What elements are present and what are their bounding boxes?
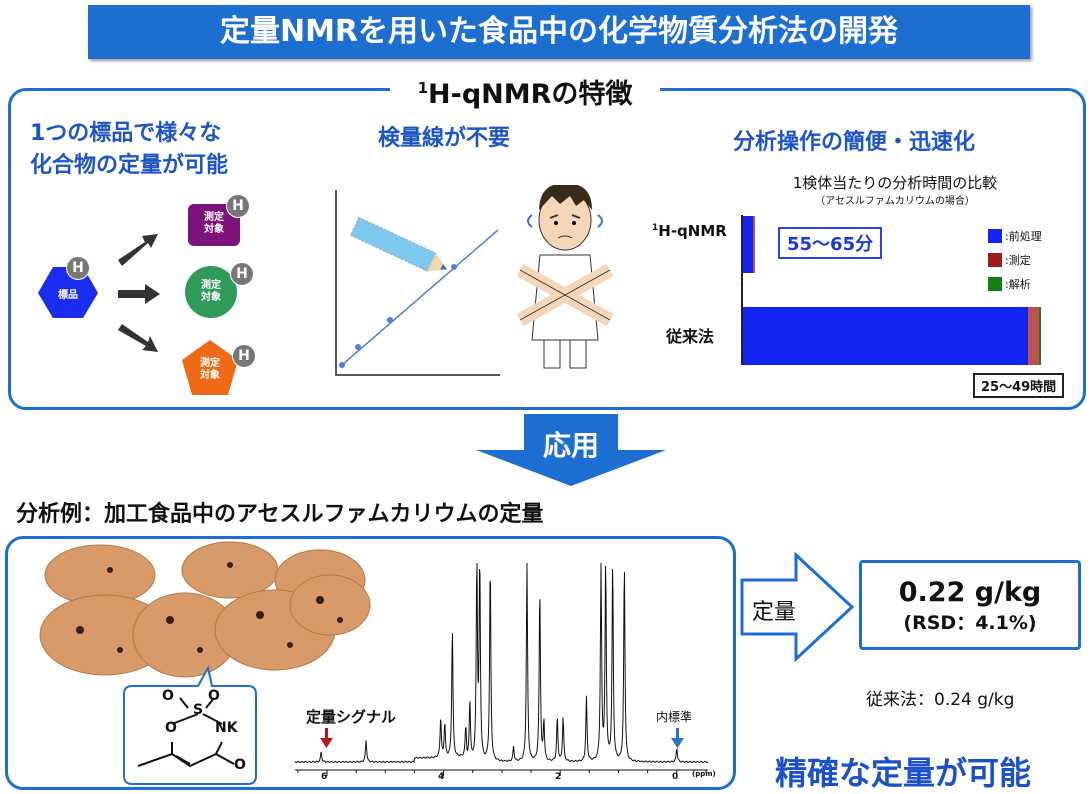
internal-standard-label: 内標準 (656, 710, 693, 724)
conventional-time-badge: 25〜49時間 (973, 373, 1065, 398)
tick-label: 6 (321, 772, 328, 782)
no-calibration-heading: 検量線が不要 (378, 126, 511, 151)
target-label: 測定 対象 (204, 212, 224, 235)
result-box: 0.22 g/kg (RSD：4.1%) (859, 560, 1081, 650)
result-rsd: (RSD：4.1%) (903, 612, 1037, 634)
quant-label: 定量 (752, 600, 797, 625)
target-label: 測定 対象 (200, 358, 220, 381)
chart-title: 1検体当たりの分析時間の比較 (792, 174, 998, 192)
atom-o: O (234, 757, 246, 773)
bar-conventional (743, 307, 1041, 365)
features-title: 1H-qNMRの特徴 (390, 70, 660, 110)
standard-arrow-icon (671, 728, 684, 748)
legend-item-pretreatment: :前処理 (988, 228, 1042, 244)
feature-one-heading: 1つの標品で様々な 化合物の定量が可能 (30, 118, 228, 182)
calibration-points (339, 264, 457, 368)
target-pentagon (182, 340, 238, 395)
example-heading: 分析例：加工食品中のアセスルファムカリウムの定量 (16, 502, 544, 527)
heading-line: 1つの標品で様々な (30, 121, 222, 146)
page-title: 定量NMRを用いた食品中の化学物質分析法の開発 (88, 5, 1030, 59)
qnmr-time-badge: 55〜65分 (778, 227, 883, 259)
chart-legend: :前処理 :測定 :解析 (988, 228, 1042, 292)
tick-label: 4 (438, 772, 445, 782)
h-atom-icon: H (230, 262, 254, 286)
conclusion: 精確な定量が可能 (775, 754, 1032, 792)
conventional-result: 従来法：0.24 g/kg (866, 690, 1015, 710)
quant-signal-label: 定量シグナル (306, 708, 397, 726)
chart-subtitle: （アセスルファムカリウムの場合） (815, 196, 975, 207)
atom-s: S (193, 702, 204, 718)
atom-o: O (162, 688, 174, 704)
chart-axis (741, 215, 743, 365)
tick-label: 0 (672, 772, 679, 782)
calibration-illustration (335, 185, 614, 376)
axis-unit: (ppm) (692, 770, 716, 778)
legend-item-measurement: :測定 (988, 252, 1042, 268)
nmr-spectrum (294, 562, 709, 776)
h-atom-icon: H (66, 256, 90, 280)
atom-o: O (208, 688, 220, 704)
standard-label: 標品 (58, 290, 78, 301)
doctor-icon (516, 185, 614, 369)
speed-heading: 分析操作の簡便・迅速化 (733, 130, 976, 155)
tick-label: 2 (555, 772, 562, 782)
arrow-icons (118, 234, 160, 352)
spectrum-trace (294, 562, 709, 764)
atom-o: O (165, 720, 177, 736)
example-panel (5, 536, 736, 790)
standard-hexagon (38, 267, 98, 318)
bar-qnmr (743, 216, 755, 273)
calibration-axes (335, 190, 500, 376)
axis-ticks (297, 770, 707, 776)
result-value: 0.22 g/kg (898, 577, 1042, 608)
cookies-image (39, 541, 371, 678)
acesulfame-structure (137, 697, 235, 768)
row-label-conventional: 従来法 (666, 327, 715, 346)
quant-arrow-icon (740, 552, 855, 662)
structure-bubble (123, 665, 257, 785)
heading-line: 化合物の定量が可能 (30, 153, 229, 178)
signal-arrow-icon (320, 728, 333, 748)
standard-diagram (38, 204, 240, 395)
h-atom-icon: H (232, 344, 256, 368)
target-label: 測定 対象 (201, 280, 221, 303)
target-square (188, 204, 240, 246)
row-label-qnmr: 1H-qNMR (652, 222, 727, 240)
atom-nk: NK (215, 720, 238, 736)
apply-arrow-icon (476, 414, 666, 486)
calibration-line (341, 229, 499, 366)
target-circle (185, 266, 237, 318)
legend-item-analysis: :解析 (988, 276, 1042, 292)
pencil-icon (349, 216, 448, 272)
apply-label: 応用 (542, 429, 599, 462)
h-atom-icon: H (226, 194, 250, 218)
